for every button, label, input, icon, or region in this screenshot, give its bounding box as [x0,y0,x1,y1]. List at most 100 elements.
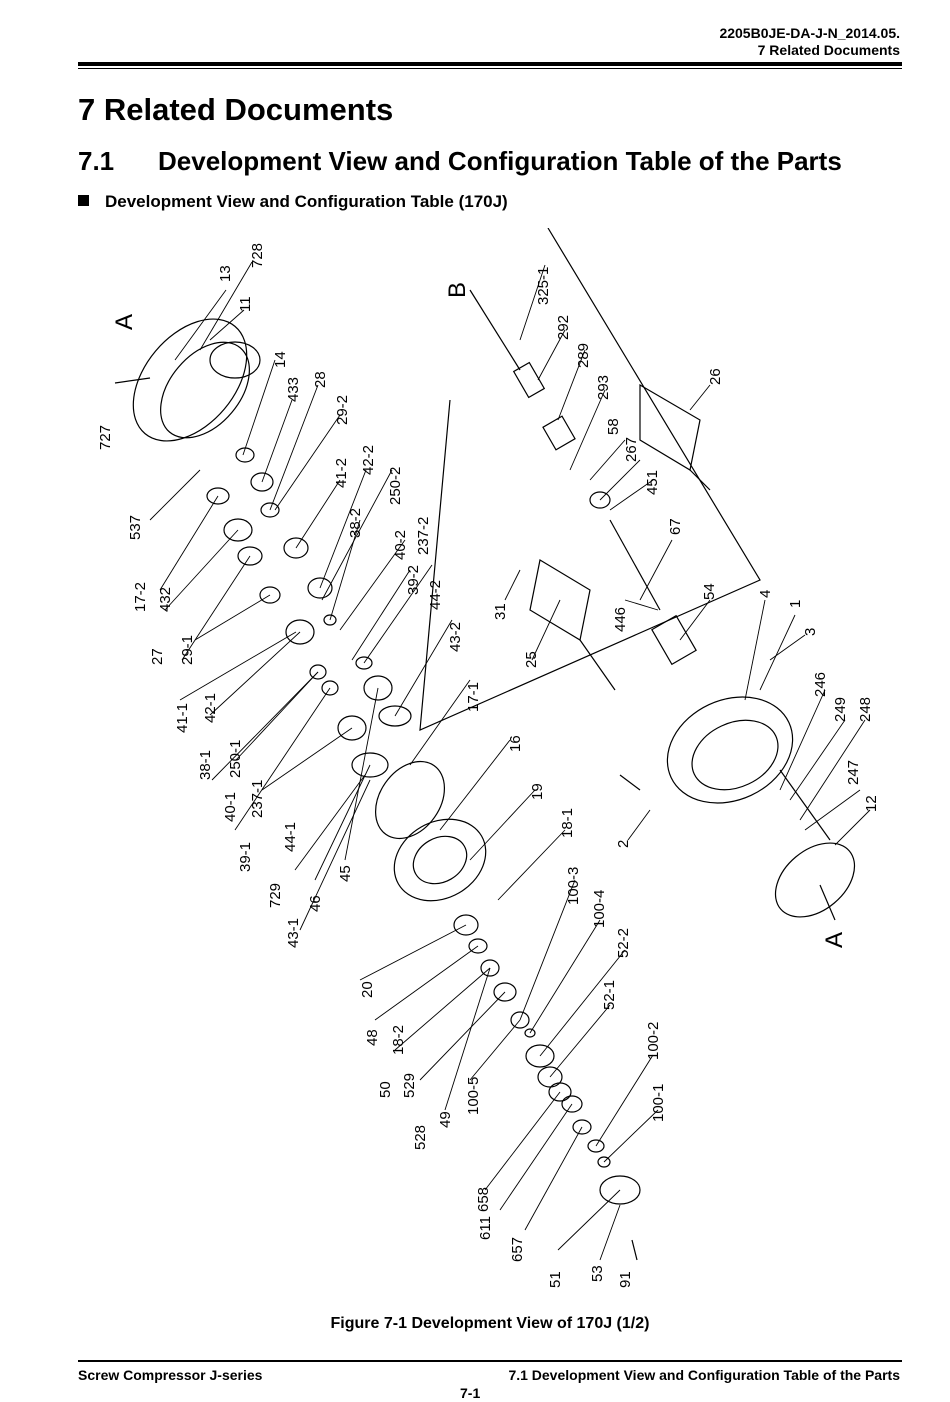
callout-44-2: 44-2 [427,580,444,610]
callout-41-2: 41-2 [333,458,350,488]
callout-246: 246 [812,672,829,697]
callout-50: 50 [377,1081,394,1098]
callout-2: 2 [615,840,632,848]
callout-19: 19 [529,783,546,800]
callout-51: 51 [547,1271,564,1288]
callout-433: 433 [285,377,302,402]
callout-292: 292 [555,315,572,340]
callout-100-2: 100-2 [645,1022,662,1060]
callout-248: 248 [857,697,874,722]
callout-40-2: 40-2 [392,530,409,560]
callout-42-1: 42-1 [202,693,219,723]
callout-729: 729 [267,883,284,908]
callout-44-1: 44-1 [282,822,299,852]
callout-267: 267 [623,437,640,462]
callout-100-4: 100-4 [591,890,608,928]
callout-537: 537 [127,515,144,540]
chapter-title: 7 Related Documents [78,92,394,127]
callout-28: 28 [312,371,329,388]
callout-11: 11 [237,296,254,312]
callout-49: 49 [437,1111,454,1128]
callout-1: 1 [787,600,804,608]
subsection-title: Development View and Configuration Table… [105,192,508,211]
callout-31: 31 [492,603,509,620]
callout-12: 12 [863,795,880,812]
callout-43-2: 43-2 [447,622,464,652]
exploded-view-drawing: 728 13 11 A 727 14 433 28 29-2 537 41-2 … [97,228,880,1288]
callout-53: 53 [589,1265,606,1282]
callout-42-2: 42-2 [360,445,377,475]
callout-3: 3 [802,628,819,636]
callout-A-left: A [111,314,138,330]
callout-20: 20 [359,981,376,998]
callout-100-3: 100-3 [565,867,582,905]
callout-67: 67 [667,518,684,535]
callout-B: B [444,282,471,298]
callout-16: 16 [507,735,524,752]
figure-caption: Figure 7-1 Development View of 170J (1/2… [330,1315,650,1332]
running-header: 2205B0JE-DA-J-N_2014.05. 7 Related Docum… [719,25,900,59]
callout-46: 46 [307,895,324,912]
callout-25: 25 [523,651,540,668]
callout-4: 4 [757,590,774,598]
callout-29-2: 29-2 [334,395,351,425]
callout-237-2: 237-2 [415,517,432,555]
page-number: 7-1 [460,1385,481,1401]
callout-528: 528 [412,1125,429,1150]
callout-249: 249 [832,697,849,722]
header-rule-thin [78,68,902,69]
callout-728: 728 [249,243,266,268]
callout-52-2: 52-2 [615,928,632,958]
doc-code: 2205B0JE-DA-J-N_2014.05. [719,25,900,41]
callout-38-1: 38-1 [197,750,214,780]
callout-289: 289 [575,343,592,368]
callout-38-2: 38-2 [347,508,364,538]
callout-29-1: 29-1 [179,635,196,665]
callout-529: 529 [401,1073,418,1098]
callout-100-1: 100-1 [650,1084,667,1122]
callout-237-1: 237-1 [249,780,266,818]
callout-91: 91 [617,1271,634,1288]
callout-451: 451 [644,470,661,495]
callout-43-1: 43-1 [285,918,302,948]
callout-611: 611 [477,1216,494,1240]
section-number: 7.1 [78,146,115,176]
callout-26: 26 [707,368,724,385]
callout-58: 58 [605,418,622,435]
section-heading: 7.1 Development View and Configuration Ta… [78,146,842,177]
drawing-linework [114,228,856,1261]
callout-17-2: 17-2 [132,582,149,612]
callout-657: 657 [509,1237,526,1262]
callout-39-2: 39-2 [405,565,422,595]
callout-52-1: 52-1 [601,980,618,1010]
callout-446: 446 [612,607,629,632]
callout-727: 727 [97,425,114,450]
footer-left: Screw Compressor J-series [78,1367,263,1383]
callout-250-1: 250-1 [227,740,244,778]
footer-right: 7.1 Development View and Configuration T… [508,1367,900,1383]
callout-A-right: A [821,932,848,948]
section-title: Development View and Configuration Table… [158,146,842,176]
callout-658: 658 [475,1187,492,1212]
callout-100-5: 100-5 [465,1077,482,1115]
callout-14: 14 [272,351,289,368]
callout-293: 293 [595,375,612,400]
callout-13: 13 [217,265,234,282]
subsection-heading: Development View and Configuration Table… [78,192,508,212]
callout-250-2: 250-2 [387,467,404,505]
header-section: 7 Related Documents [757,42,900,58]
part-callouts: 728 13 11 A 727 14 433 28 29-2 537 41-2 … [97,243,880,1288]
square-bullet-icon [78,195,89,206]
callout-18-2: 18-2 [390,1025,407,1055]
callout-39-1: 39-1 [237,842,254,872]
callout-40-1: 40-1 [222,792,239,822]
callout-27: 27 [149,648,166,665]
callout-17-1: 17-1 [465,682,482,712]
callout-54: 54 [701,583,718,600]
callout-325-1: 325-1 [535,267,552,305]
footer-rule [78,1360,902,1362]
header-rule-thick [78,62,902,66]
callout-432: 432 [157,587,174,612]
leader-lines [149,261,871,1261]
callout-48: 48 [364,1029,381,1046]
